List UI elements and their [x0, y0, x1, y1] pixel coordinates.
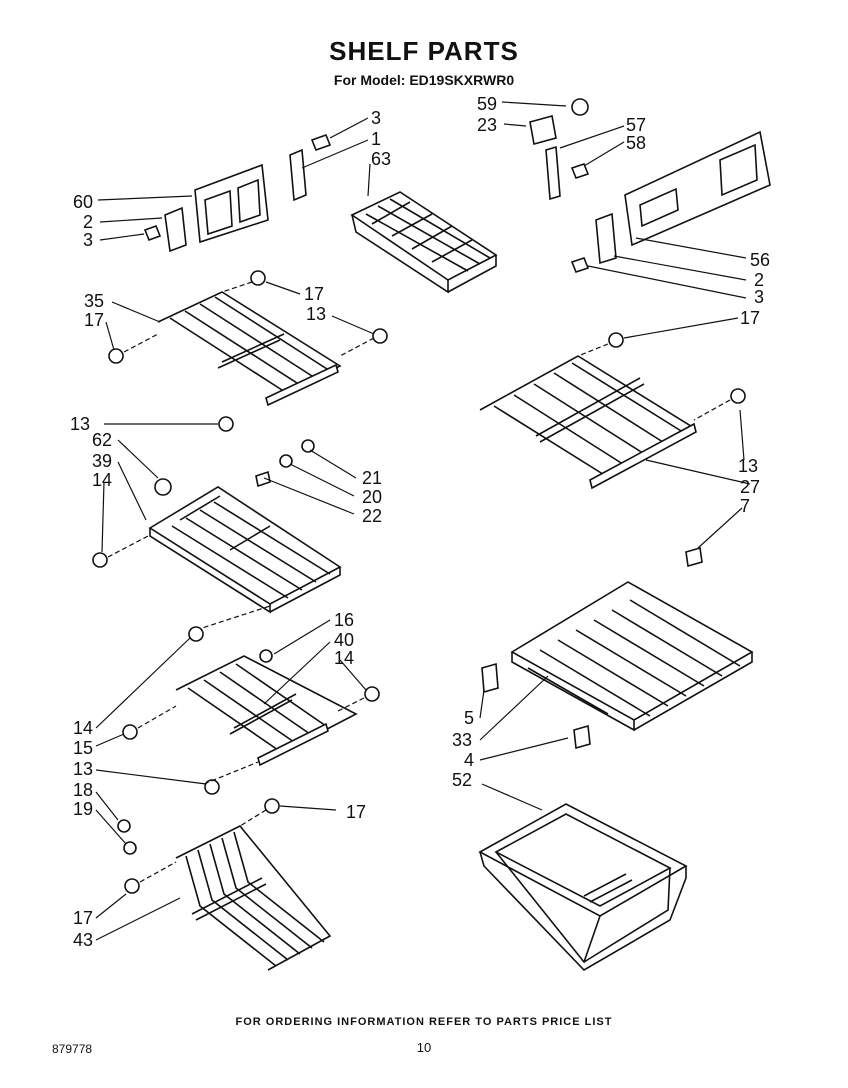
wire-shelf-upper-left [108, 270, 388, 432]
callout-17: 17 [346, 802, 366, 822]
callout-20: 20 [362, 487, 382, 507]
callout-17: 17 [740, 308, 760, 328]
callout-40: 40 [334, 630, 354, 650]
callout-33: 33 [452, 730, 472, 750]
callout-19: 19 [73, 799, 93, 819]
document-number: 879778 [52, 1042, 93, 1056]
callout-14: 14 [334, 648, 354, 668]
wire-shelf-right [479, 332, 746, 568]
page-number: 10 [416, 1040, 432, 1055]
callout-13: 13 [306, 304, 326, 324]
callout-58: 58 [626, 133, 646, 153]
glass-shelf-frame [92, 439, 342, 631]
callout-59: 59 [477, 94, 497, 114]
callout-62: 62 [92, 430, 112, 450]
callout-1: 1 [371, 129, 381, 149]
callout-17: 17 [84, 310, 104, 330]
page-title: SHELF PARTS [329, 36, 519, 66]
callout-27: 27 [740, 477, 760, 497]
ice-tray [350, 191, 498, 294]
crisper-drawer [478, 803, 688, 972]
callout-43: 43 [73, 930, 93, 950]
callout-52: 52 [452, 770, 472, 790]
callout-14: 14 [73, 718, 93, 738]
callout-13: 13 [70, 414, 90, 434]
callout-13: 13 [73, 759, 93, 779]
callout-39: 39 [92, 451, 112, 471]
callout-63: 63 [371, 149, 391, 169]
callout-21: 21 [362, 468, 382, 488]
callout-3: 3 [754, 287, 764, 307]
callout-14: 14 [92, 470, 112, 490]
callout-16: 16 [334, 610, 354, 630]
callout-56: 56 [750, 250, 770, 270]
crisper-cover-frame [481, 581, 754, 750]
model-subtitle: For Model: ED19SKXRWR0 [333, 72, 515, 88]
callout-35: 35 [84, 291, 104, 311]
callout-5: 5 [464, 708, 474, 728]
callout-3: 3 [371, 108, 381, 128]
ordering-note: FOR ORDERING INFORMATION REFER TO PARTS … [235, 1016, 613, 1028]
shelf-bracket-assembly-left [143, 133, 332, 253]
callout-3: 3 [83, 230, 93, 250]
callout-60: 60 [73, 192, 93, 212]
callout-18: 18 [73, 780, 93, 800]
wire-rack-bottom [124, 798, 332, 971]
leader-lines [95, 101, 751, 941]
callout-7: 7 [740, 496, 750, 516]
callout-23: 23 [477, 115, 497, 135]
callout-57: 57 [626, 115, 646, 135]
callout-22: 22 [362, 506, 382, 526]
callout-labels: 59 23 57 58 3 1 63 60 2 3 56 2 3 35 17 1… [70, 94, 770, 950]
callout-15: 15 [73, 738, 93, 758]
callout-2: 2 [83, 212, 93, 232]
callout-2: 2 [754, 270, 764, 290]
callout-17: 17 [73, 908, 93, 928]
shelf-bracket-assembly-right [529, 98, 771, 273]
wire-shelf-middle-left [117, 626, 380, 855]
callout-4: 4 [464, 750, 474, 770]
callout-13: 13 [738, 456, 758, 476]
callout-17: 17 [304, 284, 324, 304]
